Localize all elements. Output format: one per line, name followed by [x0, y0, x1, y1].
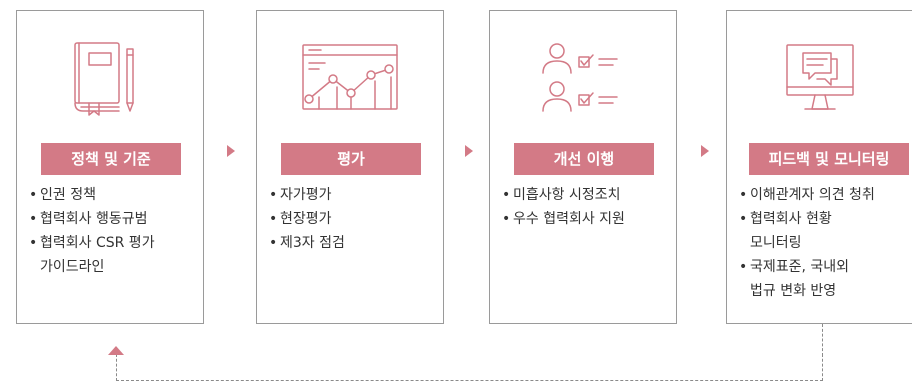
list-item-text: 국제표준, 국내외 법규 변화 반영	[750, 259, 850, 299]
list-item: 협력회사 CSR 평가 가이드라인	[29, 231, 199, 279]
step-card-improvement: 개선 이행 미흡사항 시정조치 우수 협력회사 지원	[489, 10, 677, 324]
step-title: 피드백 및 모니터링	[749, 143, 909, 175]
step-card-evaluation: 평가 자가평가 현장평가 제3자 점검	[256, 10, 444, 324]
list-item-text: 협력회사 CSR 평가 가이드라인	[40, 235, 155, 275]
step-items: 자가평가 현장평가 제3자 점검	[269, 183, 439, 255]
step-card-policy: 정책 및 기준 인권 정책 협력회사 행동규범 협력회사 CSR 평가 가이드라…	[16, 10, 204, 324]
step-items: 미흡사항 시정조치 우수 협력회사 지원	[502, 183, 672, 231]
list-item: 이해관계자 의견 청취	[739, 183, 912, 207]
list-item: 협력회사 행동규범	[29, 207, 199, 231]
list-item: 미흡사항 시정조치	[502, 183, 672, 207]
list-item: 현장평가	[269, 207, 439, 231]
step-arrow	[465, 145, 473, 157]
step-arrow	[227, 145, 235, 157]
step-card-feedback: 피드백 및 모니터링 이해관계자 의견 청취 협력회사 현황 모니터링 국제표준…	[726, 10, 912, 324]
list-item: 인권 정책	[29, 183, 199, 207]
feedback-loop-arrow-icon	[108, 346, 124, 355]
improvement-checklist-icon	[490, 39, 676, 117]
step-title: 평가	[281, 143, 421, 175]
list-item: 협력회사 현황 모니터링	[739, 207, 912, 255]
list-item-text: 협력회사 현황 모니터링	[750, 211, 832, 251]
step-title: 정책 및 기준	[41, 143, 181, 175]
feedback-loop-path	[116, 354, 823, 381]
list-item: 자가평가	[269, 183, 439, 207]
list-item: 제3자 점검	[269, 231, 439, 255]
policy-book-icon	[17, 39, 203, 117]
feedback-loop-line	[822, 324, 823, 356]
step-title: 개선 이행	[514, 143, 654, 175]
evaluation-chart-icon	[257, 39, 443, 117]
step-items: 이해관계자 의견 청취 협력회사 현황 모니터링 국제표준, 국내외 법규 변화…	[739, 183, 912, 303]
step-arrow	[701, 145, 709, 157]
list-item: 국제표준, 국내외 법규 변화 반영	[739, 255, 912, 303]
list-item: 우수 협력회사 지원	[502, 207, 672, 231]
step-items: 인권 정책 협력회사 행동규범 협력회사 CSR 평가 가이드라인	[29, 183, 199, 279]
feedback-monitor-icon	[727, 39, 912, 117]
